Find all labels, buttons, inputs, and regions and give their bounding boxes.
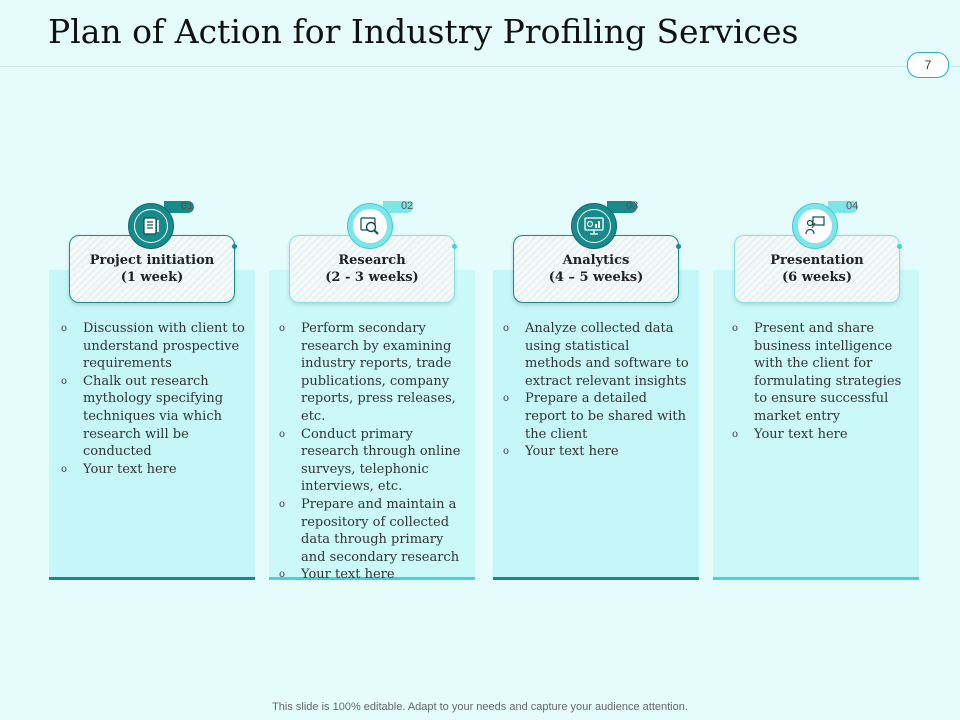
- magnifier-icon: [353, 209, 387, 243]
- phase-icon-3: [571, 201, 637, 249]
- footer-note: This slide is 100% editable. Adapt to yo…: [272, 701, 688, 713]
- phase-duration: (1 week): [120, 270, 184, 285]
- icon-circle: [571, 203, 617, 249]
- title-bar: Plan of Action for Industry Profiling Se…: [0, 0, 960, 67]
- phase-panel-1: [49, 270, 255, 580]
- notepad-icon: [134, 209, 168, 243]
- phase-panel-2: [269, 270, 475, 580]
- card-dot: [676, 244, 681, 249]
- icon-circle: [347, 203, 393, 249]
- icon-tail: [164, 201, 194, 213]
- icon-tail: [383, 201, 413, 213]
- phase-name: Analytics: [562, 253, 630, 268]
- phase-number: 03: [626, 200, 639, 212]
- card-dot: [452, 244, 457, 249]
- phase-number: 02: [401, 200, 414, 212]
- slide-title: Plan of Action for Industry Profiling Se…: [48, 12, 799, 51]
- phase-name: Presentation: [770, 253, 864, 268]
- icon-circle: [792, 203, 838, 249]
- page-number: 7: [907, 52, 949, 78]
- phase-icon-1: [128, 201, 194, 249]
- presenter-icon: [798, 209, 832, 243]
- analytics-screen-icon: [577, 209, 611, 243]
- card-dot: [897, 244, 902, 249]
- icon-circle: [128, 203, 174, 249]
- phase-duration: (6 weeks): [782, 270, 852, 285]
- phase-icon-2: [347, 201, 413, 249]
- icon-tail: [607, 201, 637, 213]
- card-dot: [232, 244, 237, 249]
- phase-name: Research: [338, 253, 406, 268]
- phase-panel-4: [713, 270, 919, 580]
- phase-panel-3: [493, 270, 699, 580]
- phase-number: 04: [846, 200, 859, 212]
- phase-duration: (4 – 5 weeks): [548, 270, 644, 285]
- phase-icon-4: [792, 201, 858, 249]
- phase-number: 01: [181, 200, 194, 212]
- phase-name: Project initiation: [89, 253, 215, 268]
- icon-tail: [828, 201, 858, 213]
- phase-duration: (2 - 3 weeks): [325, 270, 419, 285]
